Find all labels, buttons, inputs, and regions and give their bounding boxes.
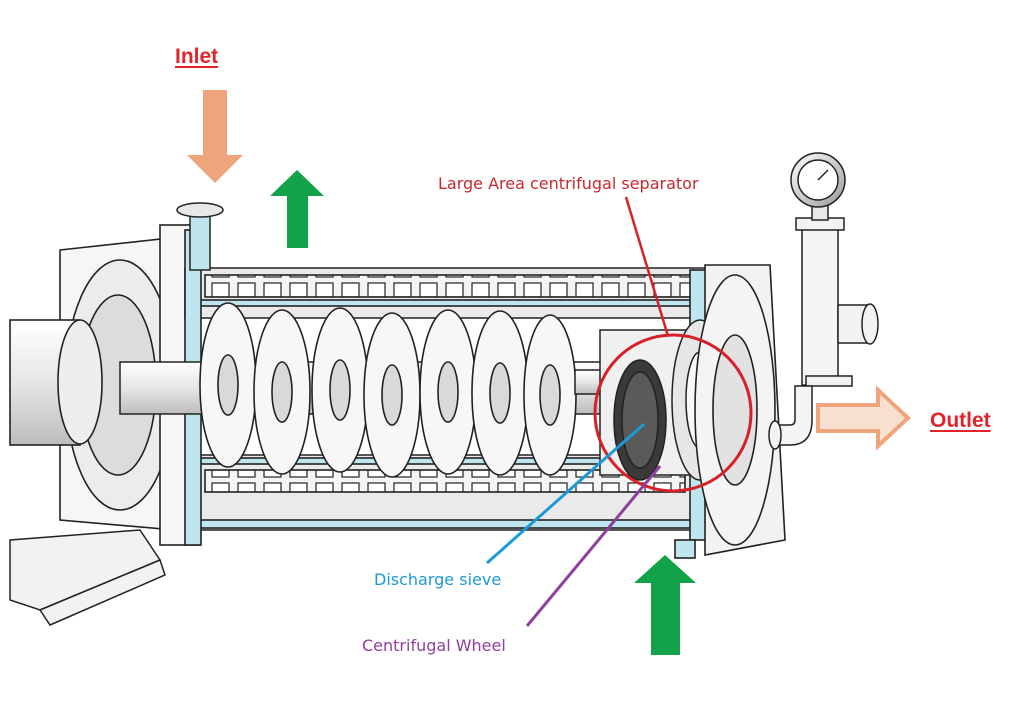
separator-label: Large Area centrifugal separator: [438, 174, 699, 193]
separator-highlight-circle: [593, 333, 753, 493]
sieve-callout-line: [486, 422, 645, 565]
screw-flight: [311, 307, 369, 473]
inlet-pipe: [176, 202, 224, 271]
screw-flight: [523, 314, 577, 476]
bottom-flow-up-arrow-icon: [634, 555, 696, 655]
centrifugal-wheel-label: Centrifugal Wheel: [362, 636, 506, 655]
top-flow-up-arrow-icon: [270, 170, 324, 248]
screw-flight: [199, 302, 257, 468]
inlet-arrow-icon: [187, 90, 243, 183]
discharge-sieve-label: Discharge sieve: [374, 570, 502, 589]
screw-flight: [363, 312, 421, 478]
screw-flights: [199, 302, 577, 478]
machine-base: [9, 529, 166, 626]
screw-flight: [253, 309, 311, 475]
separator-callout-line: [624, 196, 670, 337]
pressure-gauge-icon: [790, 152, 846, 208]
outlet-arrow-icon: [816, 385, 911, 451]
wheel-callout-line: [525, 465, 662, 627]
screw-flight: [419, 309, 477, 475]
outlet-label: Outlet: [930, 409, 991, 432]
screw-flight: [471, 310, 529, 476]
inlet-label: Inlet: [175, 45, 219, 68]
